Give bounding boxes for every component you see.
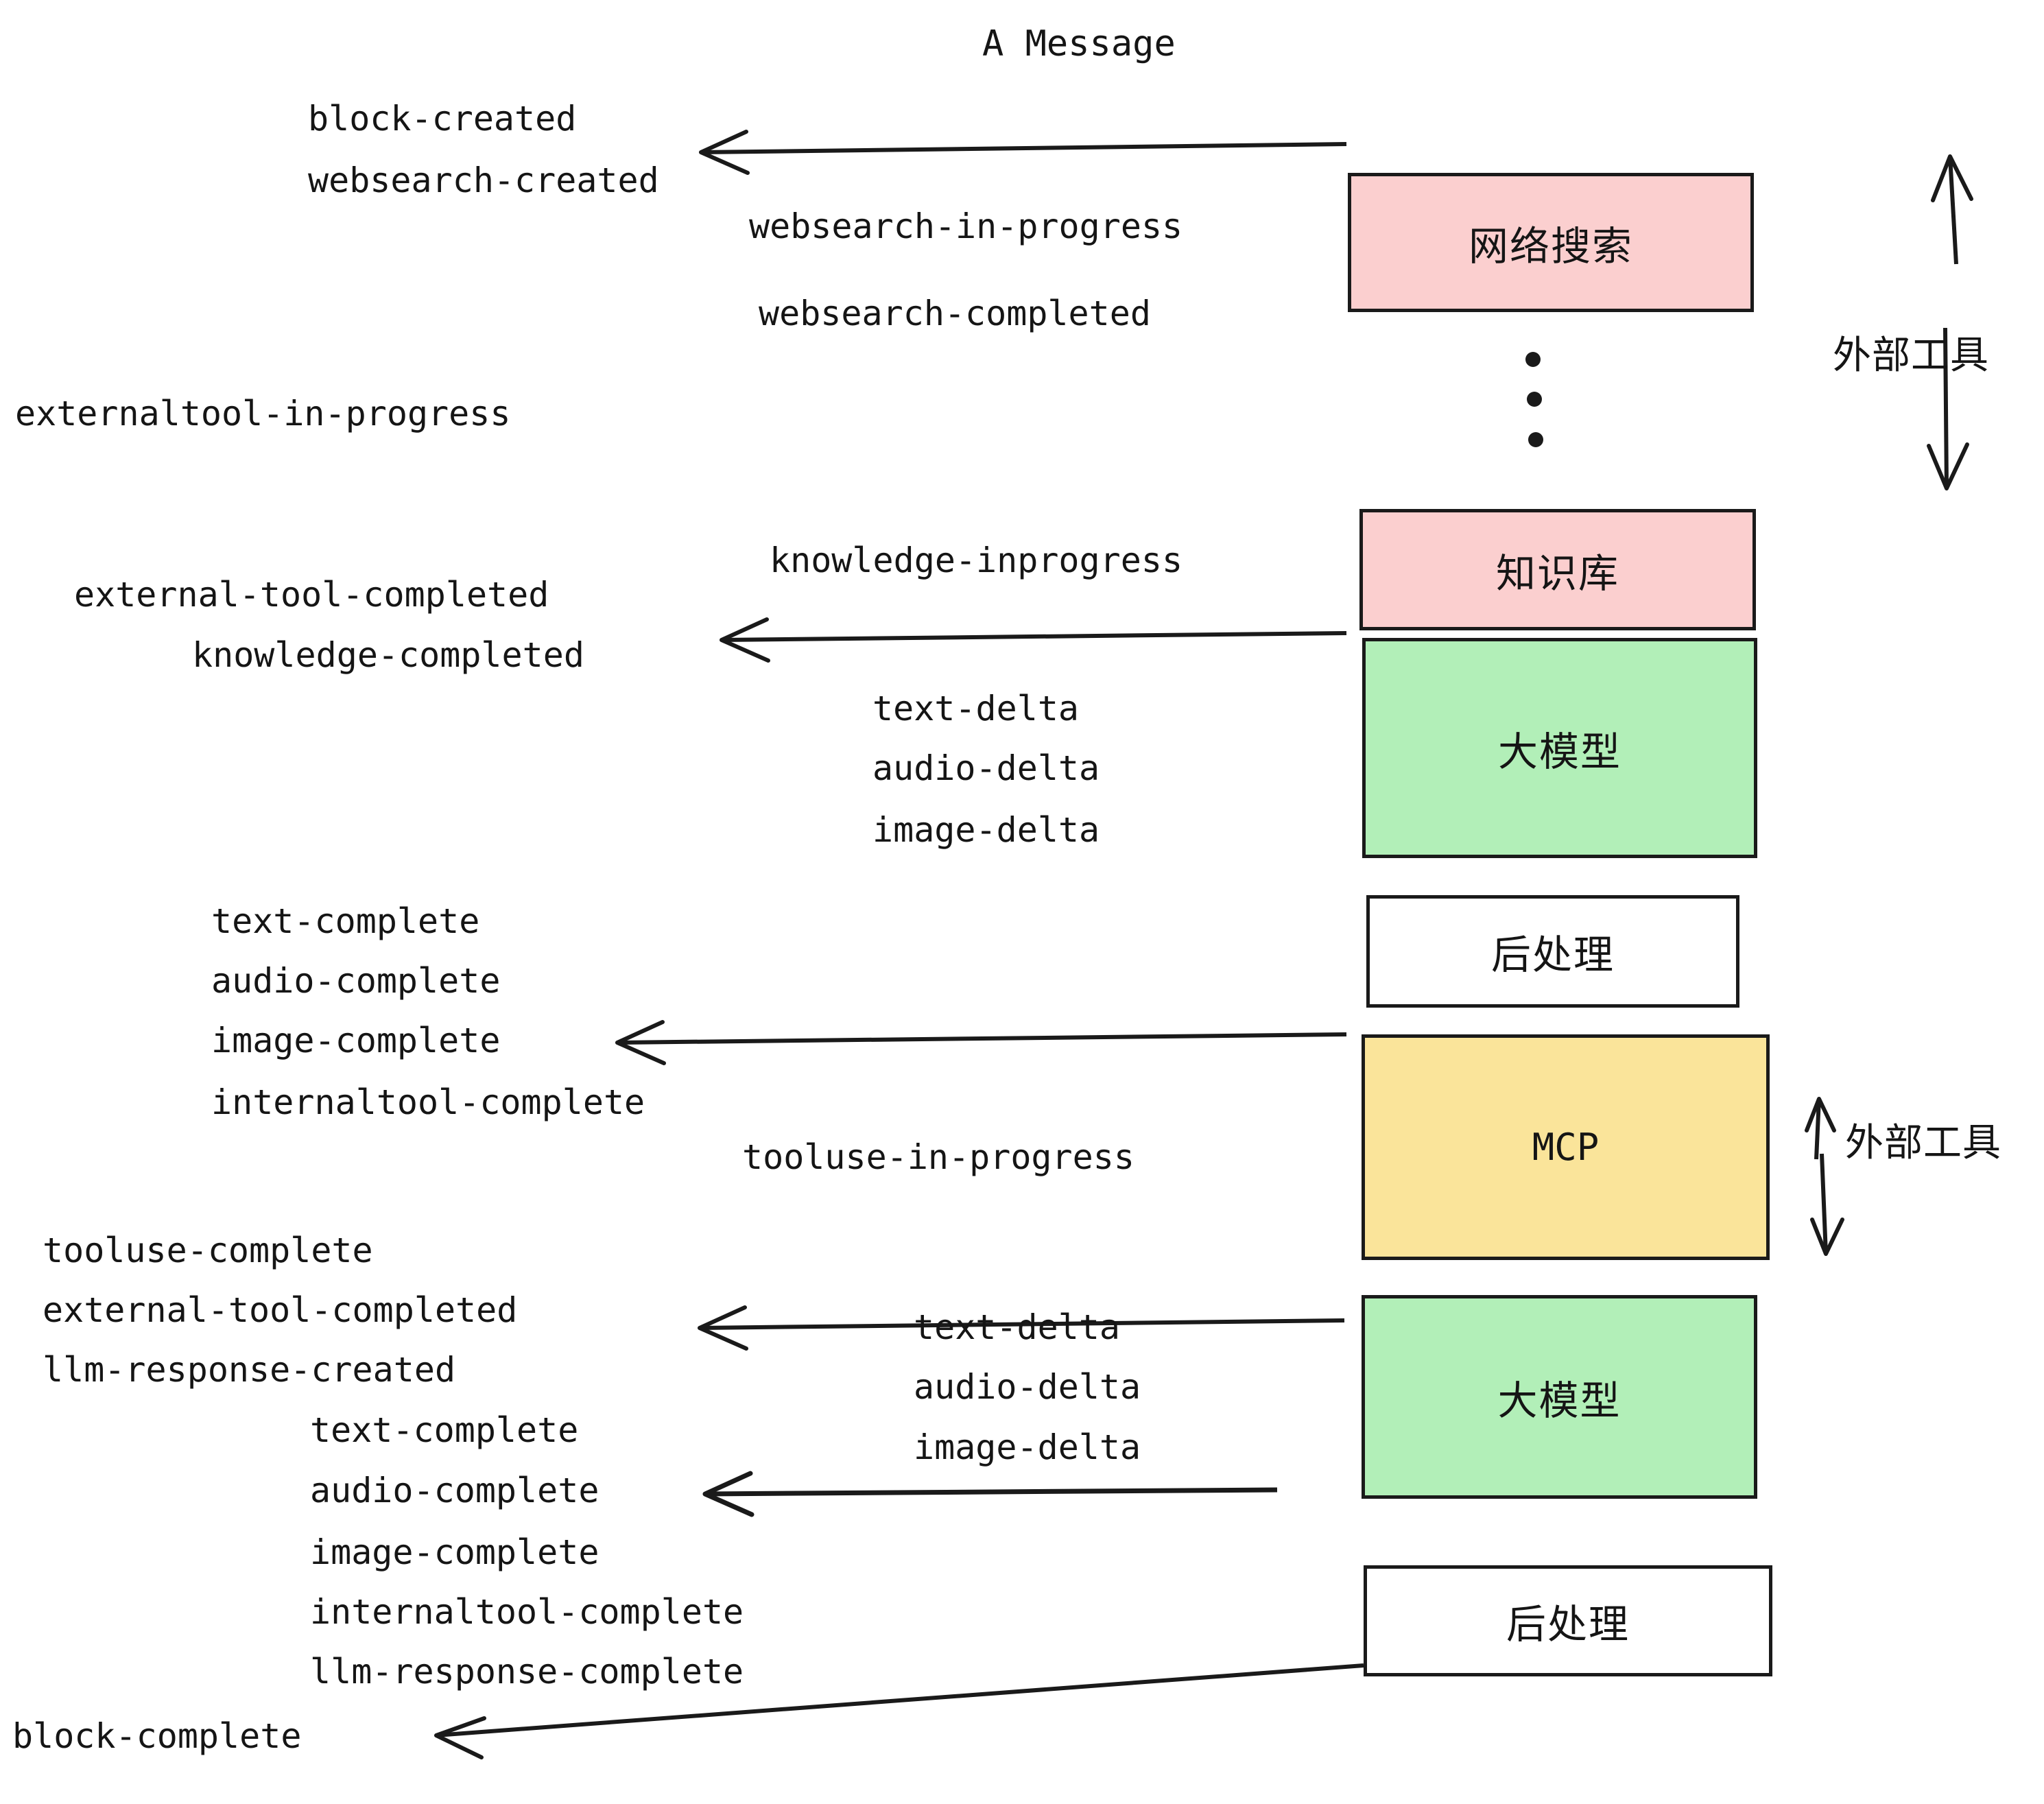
event-block-created: block-created: [308, 99, 577, 139]
node-postprocess-top-label: 后处理: [1490, 933, 1615, 977]
event-block-complete: block-complete: [12, 1716, 302, 1756]
node-llm-top[interactable]: 大模型: [1362, 638, 1757, 858]
event-text-delta-2: text-delta: [914, 1307, 1121, 1347]
node-postprocess-bottom-label: 后处理: [1506, 1602, 1630, 1647]
event-external-tool-completed-2: external-tool-completed: [43, 1290, 518, 1330]
event-tooluse-complete: tooluse-complete: [43, 1231, 373, 1270]
event-websearch-in-progress: websearch-in-progress: [749, 206, 1183, 246]
event-text-complete-1: text-complete: [211, 901, 480, 941]
event-text-complete-2: text-complete: [310, 1410, 579, 1450]
node-knowledgebase[interactable]: 知识库: [1359, 509, 1756, 630]
event-tooluse-in-progress: tooluse-in-progress: [742, 1137, 1134, 1177]
event-audio-complete-1: audio-complete: [211, 961, 501, 1001]
external-tool-bottom-arrow-up: [1805, 1097, 1836, 1160]
event-internaltool-complete-1: internaltool-complete: [211, 1082, 645, 1122]
event-external-tool-completed-1: external-tool-completed: [74, 575, 549, 615]
page-title: A Message: [982, 23, 1176, 64]
event-text-delta-1: text-delta: [872, 689, 1080, 728]
node-llm-bottom[interactable]: 大模型: [1362, 1295, 1757, 1499]
event-knowledge-inprogress: knowledge-inprogress: [770, 541, 1183, 580]
event-image-complete-1: image-complete: [211, 1021, 501, 1060]
event-internaltool-complete-2: internaltool-complete: [310, 1592, 744, 1632]
event-websearch-completed: websearch-completed: [759, 294, 1151, 333]
ellipsis-dot-3: [1528, 432, 1543, 447]
event-knowledge-completed: knowledge-completed: [192, 635, 584, 675]
arrow-knowledge-completed: [720, 617, 1347, 663]
external-tool-bottom-arrow-down: [1810, 1153, 1844, 1256]
event-websearch-created: websearch-created: [308, 161, 659, 200]
node-llm-bottom-label: 大模型: [1497, 1378, 1621, 1423]
external-tool-top-arrow-up: [1931, 154, 1973, 265]
node-websearch-label: 网络搜索: [1468, 224, 1633, 269]
arrow-image-complete: [615, 1020, 1347, 1065]
node-websearch[interactable]: 网络搜索: [1348, 173, 1754, 312]
event-externaltool-in-progress: externaltool-in-progress: [15, 394, 511, 434]
node-llm-top-label: 大模型: [1497, 729, 1621, 774]
event-image-delta-2: image-delta: [914, 1427, 1141, 1467]
event-image-delta-1: image-delta: [872, 810, 1100, 850]
external-tool-label-bottom: 外部工具: [1845, 1121, 2001, 1164]
node-postprocess-bottom[interactable]: 后处理: [1364, 1565, 1772, 1676]
event-audio-complete-2: audio-complete: [310, 1471, 599, 1510]
event-audio-delta-1: audio-delta: [872, 748, 1100, 788]
event-llm-response-created: llm-response-created: [43, 1350, 456, 1390]
node-knowledgebase-label: 知识库: [1495, 551, 1619, 596]
event-llm-response-complete: llm-response-complete: [310, 1652, 744, 1692]
arrow-block-created: [699, 130, 1347, 175]
node-mcp[interactable]: MCP: [1362, 1034, 1770, 1260]
event-audio-delta-2: audio-delta: [914, 1367, 1141, 1407]
node-postprocess-top[interactable]: 后处理: [1366, 895, 1739, 1008]
ellipsis-dot-2: [1527, 392, 1542, 407]
ellipsis-dot-1: [1525, 352, 1541, 367]
event-image-complete-2: image-complete: [310, 1532, 599, 1572]
node-mcp-label: MCP: [1532, 1126, 1600, 1169]
arrow-audio-complete: [702, 1471, 1278, 1517]
external-tool-label-top: 外部工具: [1833, 333, 1989, 377]
